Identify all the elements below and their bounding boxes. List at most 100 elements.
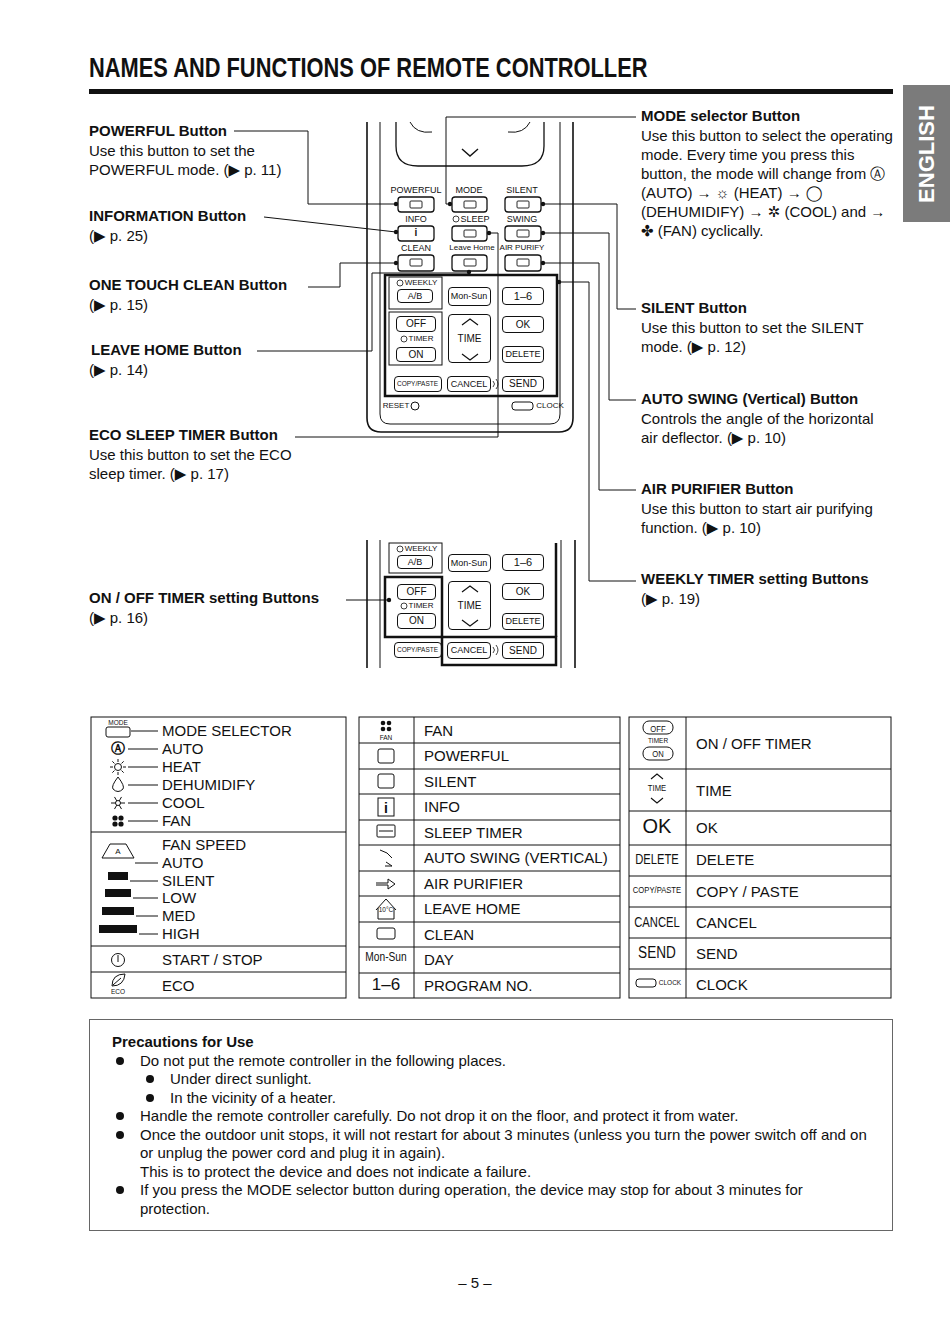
leader-dot [394, 261, 398, 265]
button-icon [410, 259, 422, 266]
callout-heading: MODE selector Button [641, 107, 800, 124]
table-cell: FAN [162, 812, 191, 829]
button-text: CANCEL [451, 380, 488, 389]
wireless-icon [493, 379, 498, 389]
fan-icon [118, 815, 123, 820]
remote-button [452, 197, 487, 212]
table-cell: AUTO [162, 740, 203, 757]
leader-dot [487, 231, 491, 235]
remote-button: TIME [448, 581, 491, 630]
remote-body [574, 540, 576, 668]
cool-icon [115, 797, 122, 809]
button-caption: RESET [336, 401, 456, 410]
cool-icon [115, 797, 122, 809]
fan-speed-bar [99, 925, 137, 933]
time-chevron [462, 319, 478, 325]
icon-leader [130, 881, 158, 882]
callout-heading: SILENT Button [641, 299, 747, 316]
table-rule [629, 845, 891, 846]
leader-line [295, 233, 498, 437]
leader-line [346, 600, 389, 601]
button-icon [517, 259, 529, 266]
pad-chevron [462, 149, 478, 156]
callout-heading: INFORMATION Button [89, 207, 246, 224]
button-icon [464, 230, 476, 237]
button-caption: SILENT [462, 185, 582, 195]
icon-leader [128, 749, 158, 750]
callout-text: (▶ p. 19) [641, 589, 700, 608]
heat-ray [123, 767, 126, 768]
precaution-item: Precautions for Use [112, 1033, 872, 1052]
remote-button [452, 226, 487, 241]
button-text: ON [409, 616, 424, 626]
precaution-item: If you press the MODE selector button du… [140, 1181, 872, 1218]
button-text: TIME [458, 334, 482, 344]
direction-pad [396, 122, 544, 166]
button-text: Mon-Sun [451, 292, 488, 301]
time-chevron [462, 586, 478, 592]
bullet-dot [146, 1075, 154, 1083]
weekly-frame [555, 543, 558, 637]
fan-icon [118, 821, 123, 826]
fan-speed-bar [102, 907, 134, 915]
button-icon [464, 259, 476, 266]
icon-leader [128, 785, 158, 786]
title-rule [89, 89, 893, 94]
button-icon [410, 201, 422, 208]
table-rule [359, 871, 620, 872]
remote-button: SEND [502, 376, 544, 392]
table-rule [629, 907, 891, 908]
pad-detail [508, 122, 530, 132]
table-cell: MED [162, 907, 195, 924]
callout-text: Use this button to set the ECO sleep tim… [89, 445, 324, 483]
table-rule [629, 769, 891, 770]
button-text: 1–6 [514, 557, 532, 568]
icon-text: MODE [58, 719, 178, 726]
precaution-text: If you press the MODE selector button du… [140, 1181, 872, 1218]
clock-icon [401, 336, 407, 342]
button-text: ON [409, 350, 424, 360]
remote-button: OFF [396, 316, 436, 332]
bullet-dot [116, 1131, 124, 1139]
button-text: A/B [408, 292, 423, 301]
precaution-text: Once the outdoor unit stops, it will not… [140, 1126, 872, 1163]
heat-ray [122, 761, 124, 763]
icon-text: OFF [607, 724, 709, 734]
remote-button: DELETE [502, 613, 544, 630]
fan-icon [112, 821, 117, 826]
icon-text: SEND [606, 944, 708, 962]
heat-ray [118, 772, 119, 775]
table-cell: DELETE [696, 851, 754, 868]
table-rule [629, 876, 891, 877]
button-caption: AIR PURIFY [462, 243, 582, 252]
icon-text: Mon-Sun [335, 951, 437, 965]
table-rule [629, 811, 891, 812]
button-caption: SWING [462, 214, 582, 224]
button-text: A/B [408, 558, 423, 567]
sleep-icon [379, 831, 393, 832]
remote-button: CANCEL [447, 376, 491, 392]
table-rule [359, 820, 620, 821]
dehumidify-icon [113, 777, 124, 792]
table-rule [629, 969, 891, 970]
table-cell: PROGRAM NO. [424, 977, 532, 994]
table-rule [359, 794, 620, 795]
table-rule [359, 896, 620, 897]
leader-dot [394, 202, 398, 206]
time-chevron [462, 620, 478, 626]
mode-icon [106, 727, 130, 737]
icon-text: TIME [606, 783, 708, 793]
button-caption: INFO [356, 214, 476, 224]
table-rule [359, 922, 620, 923]
heat-icon [115, 764, 122, 771]
precaution-text: In the vicinity of a heater. [170, 1089, 872, 1108]
table-cell: DEHUMIDIFY [162, 776, 255, 793]
leader-dot [467, 270, 471, 274]
table-cell: INFO [424, 798, 460, 815]
icon-text: CANCEL [609, 914, 705, 930]
table-cell: SLEEP TIMER [424, 824, 523, 841]
clock-icon [397, 546, 403, 552]
table-cell: ECO [162, 977, 195, 994]
table-cell: POWERFUL [424, 747, 509, 764]
box-heading: Precautions for Use [112, 1033, 872, 1052]
